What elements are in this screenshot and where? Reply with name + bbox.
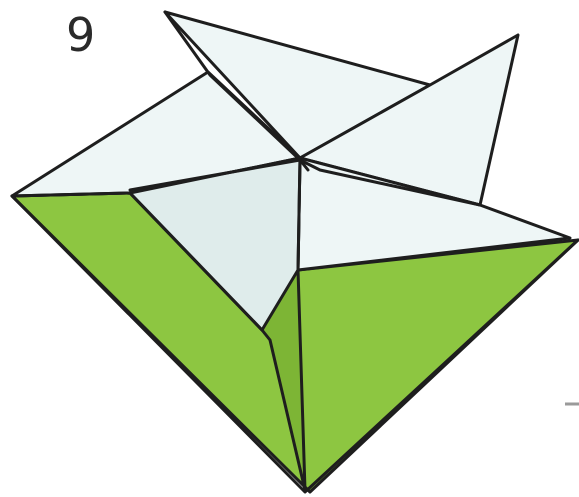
diagram-canvas: 9 — [0, 0, 579, 497]
origami-star-diagram — [0, 0, 579, 497]
